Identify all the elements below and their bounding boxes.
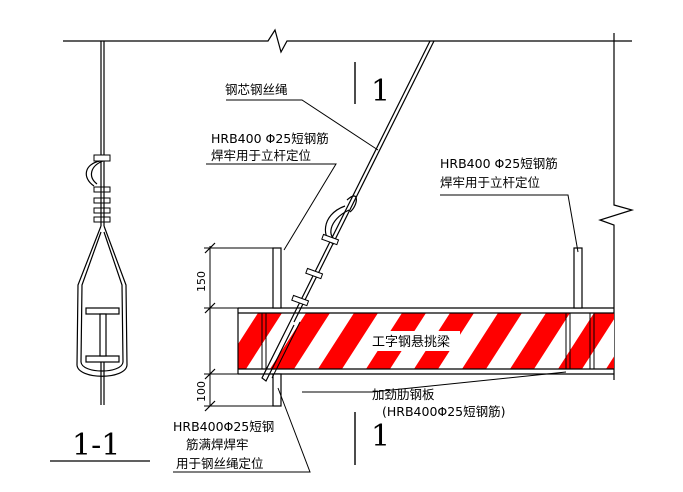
label-rebar-top-left-2: 焊牢用于立杆定位 [211, 148, 311, 163]
label-stiffener-1: 加劲肋钢板 [372, 387, 435, 402]
label-rebar-top-right-1: HRB400 Φ25短钢筋 [440, 156, 558, 171]
i-beam-cantilever: 工字钢悬挑梁 [237, 307, 614, 375]
rebar-left [272, 247, 282, 309]
rebar-bottom [272, 373, 282, 407]
label-rebar-bottom-1: HRB400Φ25短钢 [173, 419, 274, 434]
dimension-lines: 150 100 [195, 242, 275, 412]
section-title: 1-1 [72, 428, 120, 463]
label-stiffener-2: (HRB400Φ25短钢筋) [382, 404, 506, 419]
label-rebar-bottom-3: 用于钢丝绳定位 [176, 456, 264, 471]
ceiling-line [63, 28, 632, 54]
dimension-150: 150 [195, 271, 208, 292]
label-rebar-top-right-2: 焊牢用于立杆定位 [440, 175, 540, 190]
label-rebar-top-left-1: HRB400 Φ25短钢筋 [211, 131, 329, 146]
label-wire-rope: 钢芯钢丝绳 [225, 82, 288, 97]
dimension-100: 100 [195, 381, 208, 402]
section-mark-top: 1 [371, 74, 390, 109]
leader-lines [173, 99, 579, 473]
label-rebar-bottom-2: 筋满焊焊牢 [186, 437, 249, 452]
section-1-1-view: 1-1 [50, 41, 150, 463]
right-wall-line [598, 33, 635, 380]
rebar-right [573, 247, 583, 309]
steel-wire-rope [261, 40, 435, 382]
section-mark-bottom: 1 [371, 419, 390, 454]
beam-label: 工字钢悬挑梁 [372, 335, 450, 350]
